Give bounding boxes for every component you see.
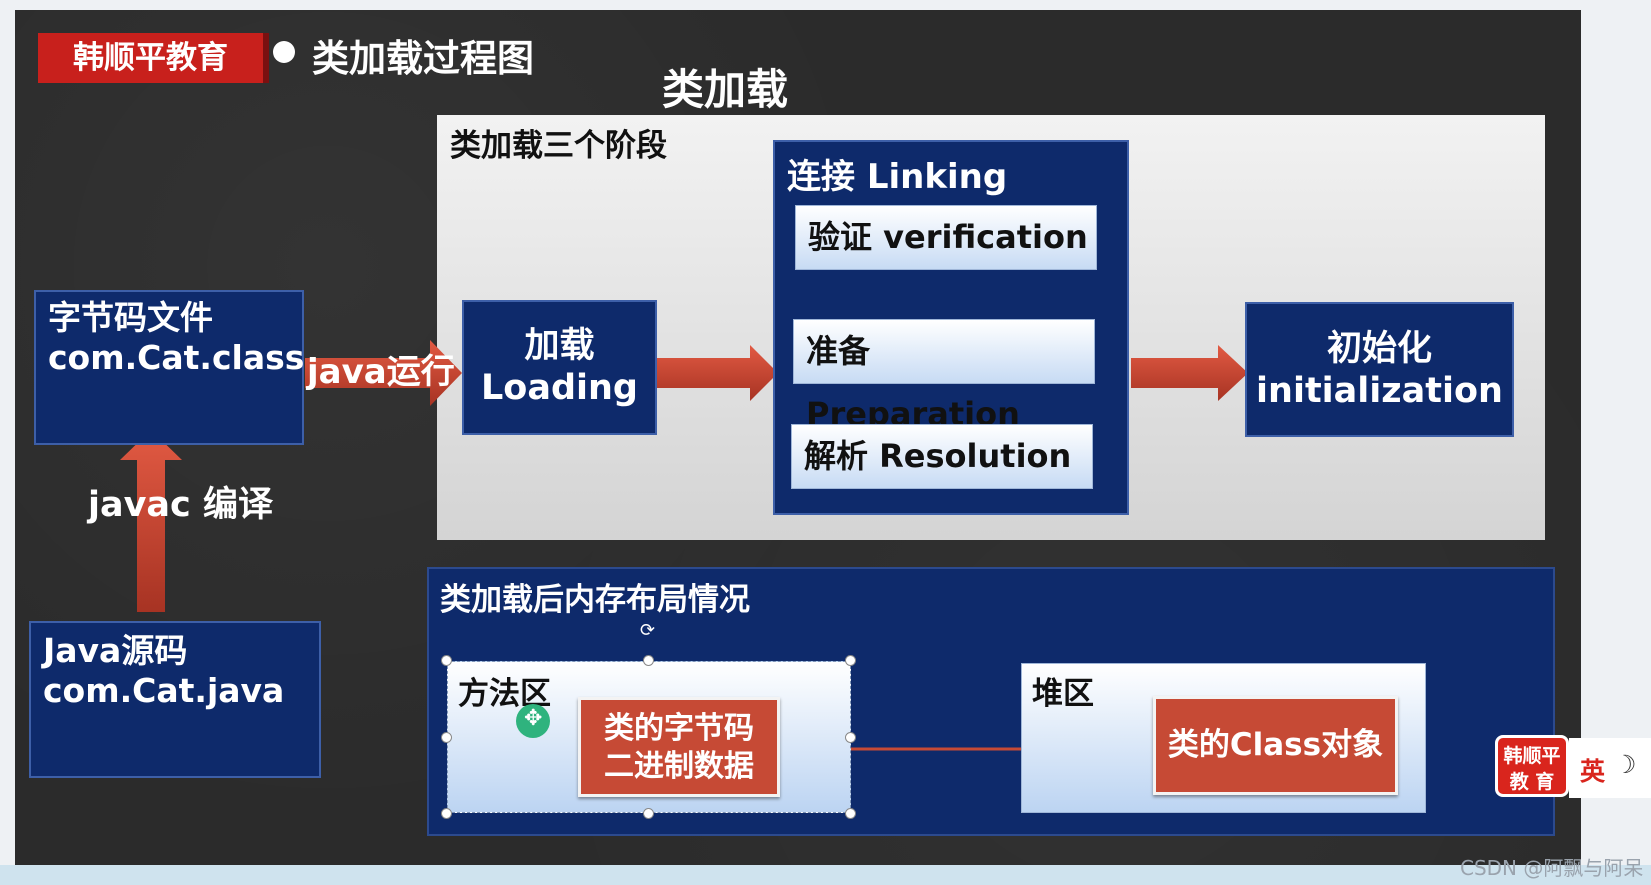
loading-line1: 加载 [524, 326, 595, 366]
mini-brand-logo[interactable]: 韩顺平 教 育 [1495, 735, 1569, 797]
loading-to-linking-arrow [657, 345, 778, 401]
run-label: java运行 [307, 352, 455, 392]
linking-to-init-arrow [1131, 345, 1248, 401]
heap-label: 堆区 [1032, 676, 1094, 712]
resolution-step: 解析 Resolution [791, 424, 1093, 489]
resize-handle-e[interactable] [845, 732, 856, 743]
verification-step: 验证 verification [795, 205, 1097, 270]
loading-box: 加载 Loading [462, 300, 657, 435]
slide-title: 类加载过程图 [312, 37, 534, 80]
linking-title: 连接 Linking [787, 157, 1008, 197]
java-source-box: Java源码 com.Cat.java [29, 621, 321, 778]
compile-label: javac 编译 [88, 485, 273, 525]
cursor-highlight-icon [516, 704, 550, 738]
diagram-heading: 类加载 [662, 65, 789, 114]
bytecode-file-box: 字节码文件 com.Cat.class [34, 290, 304, 445]
resize-handle-nw[interactable] [441, 655, 452, 666]
resize-handle-sw[interactable] [441, 808, 452, 819]
init-line2: initialization [1256, 371, 1503, 411]
resize-handle-s[interactable] [643, 808, 654, 819]
bottom-strip [0, 865, 1651, 885]
class-object-box: 类的Class对象 [1153, 696, 1398, 795]
mini-logo-line2: 教 育 [1509, 771, 1555, 793]
resize-handle-n[interactable] [643, 655, 654, 666]
loading-line2: Loading [481, 368, 638, 408]
bytecode-binary-box: 类的字节码 二进制数据 [578, 697, 780, 797]
moon-icon[interactable]: ☽ [1614, 750, 1637, 779]
watermark: CSDN @阿飘与阿呆 [1460, 856, 1644, 880]
bytecode-line2: com.Cat.class [48, 338, 305, 377]
bullet-icon [273, 41, 295, 63]
stages-title: 类加载三个阶段 [450, 128, 667, 164]
source-line1: Java源码 [43, 631, 188, 670]
source-line2: com.Cat.java [43, 671, 285, 710]
bytecode-line1: 字节码文件 [48, 298, 213, 337]
memory-title: 类加载后内存布局情况 [440, 582, 750, 618]
binary-line2: 二进制数据 [604, 749, 754, 784]
compile-arrow [120, 430, 182, 612]
brand-badge: 韩顺平教育 [38, 33, 263, 83]
move-cursor-icon: ✥ [524, 706, 543, 731]
mini-logo-line1: 韩顺平 [1503, 745, 1561, 767]
run-arrow [305, 340, 462, 406]
preparation-step: 准备 Preparation [793, 319, 1095, 433]
rotate-handle-icon[interactable]: ⟳ [640, 620, 656, 641]
initialization-box: 初始化 initialization [1245, 302, 1514, 437]
ime-toolbar[interactable] [1569, 738, 1651, 798]
resize-handle-ne[interactable] [845, 655, 856, 666]
ime-language-label[interactable]: 英 [1580, 757, 1606, 786]
resize-handle-se[interactable] [845, 808, 856, 819]
resize-handle-w[interactable] [441, 732, 452, 743]
binary-line1: 类的字节码 [604, 711, 754, 746]
init-line1: 初始化 [1326, 329, 1432, 369]
